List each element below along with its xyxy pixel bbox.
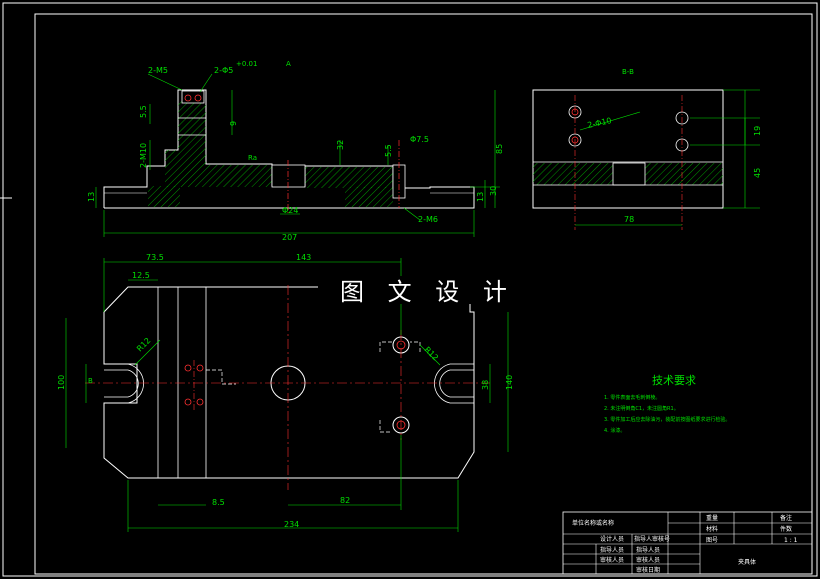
dim-5-5: 5.5 — [139, 105, 148, 118]
tb-checker: 审核人员 — [600, 556, 624, 564]
tb-weight: 重量 — [706, 514, 718, 522]
dim-8-5: 8.5 — [212, 498, 225, 507]
tb-struct: 指导人审核号 — [634, 535, 670, 543]
dim-2m6: 2-M6 — [418, 215, 438, 224]
tech-req-item: 2. 未注明倒角C1，未注圆角R1。 — [604, 405, 679, 412]
dim-78: 78 — [624, 215, 634, 224]
tb-reviewer: 审核人员 — [636, 556, 660, 564]
tech-req-item: 3. 零件加工后应去除油污，装配前按图纸要求进行检验。 — [604, 416, 730, 423]
dim-234: 234 — [284, 520, 299, 529]
inner-frame — [34, 13, 813, 575]
dim-5-5b: 5.5 — [384, 144, 393, 157]
tb-material: 材料 — [706, 525, 718, 533]
dim-phi5: 2-Φ5 — [214, 66, 233, 75]
dim-12-5: 12.5 — [132, 271, 150, 280]
roughness-mark: Ra — [248, 154, 257, 162]
tb-proc: 指导人员 — [636, 546, 660, 554]
dim-19: 19 — [753, 126, 762, 136]
front-view: 2-M5 2-Φ5 +0.01 5.5 2-M10 9 Φ7.5 32 5.5 … — [87, 60, 504, 242]
tech-req-item: 1. 零件表面去毛刺倒棱。 — [604, 394, 660, 401]
dim-phi24: Φ24 — [282, 206, 298, 215]
tb-scale: 1 : 1 — [784, 537, 798, 544]
dim-38: 38 — [481, 380, 490, 390]
dim-2phi10: 2-Φ10 — [587, 116, 613, 130]
dim-32: 32 — [336, 140, 345, 150]
tb-quantity: 件数 — [780, 525, 792, 533]
dim-2m5: 2-M5 — [148, 66, 168, 75]
tb-drawing-no: 图号 — [706, 537, 718, 544]
dim-phi7-5: Φ7.5 — [410, 135, 429, 144]
dim-100: 100 — [57, 375, 66, 390]
title-block-unit: 单位名称或名称 — [572, 519, 614, 527]
datum-a: A — [286, 60, 291, 68]
tb-remark: 备注 — [780, 514, 792, 522]
tb-date: 审核日期 — [636, 566, 660, 574]
dim-140: 140 — [505, 375, 514, 390]
side-view: B-B 2-Φ10 19 45 78 — [532, 68, 762, 230]
tb-designer: 设计人员 — [600, 535, 624, 543]
dim-82: 82 — [340, 496, 350, 505]
dim-r12: R12 — [135, 336, 153, 354]
dim-13b: 13 — [476, 192, 485, 202]
dim-85: 85 — [495, 144, 504, 154]
watermark: 图 文 设 计 — [340, 278, 515, 306]
dim-143: 143 — [296, 253, 311, 262]
dim-207: 207 — [282, 233, 297, 242]
dim-r12b: R12 — [423, 345, 441, 363]
dim-2m10: 2-M10 — [139, 143, 148, 168]
dim-9: 9 — [229, 121, 238, 126]
section-label: B-B — [622, 68, 634, 76]
section-mark-b: B — [88, 377, 93, 385]
dim-73-5: 73.5 — [146, 253, 164, 262]
title-block: 单位名称或名称 夹具体 重量 备注 材料 件数 图号 1 : 1 设计人员 指导… — [562, 511, 813, 575]
tech-req-title: 技术要求 — [652, 374, 696, 387]
dim-13: 13 — [87, 192, 96, 202]
dim-45: 45 — [753, 168, 762, 178]
title-block-drawing-name: 夹具体 — [738, 558, 756, 566]
dim-tolerance: +0.01 — [236, 60, 257, 68]
technical-requirements: 技术要求 1. 零件表面去毛刺倒棱。 2. 未注明倒角C1，未注圆角R1。 3.… — [604, 374, 730, 434]
tb-guide: 指导人员 — [600, 546, 624, 554]
tech-req-item: 4. 涂漆。 — [604, 427, 625, 434]
dim-30: 30 — [489, 186, 498, 196]
